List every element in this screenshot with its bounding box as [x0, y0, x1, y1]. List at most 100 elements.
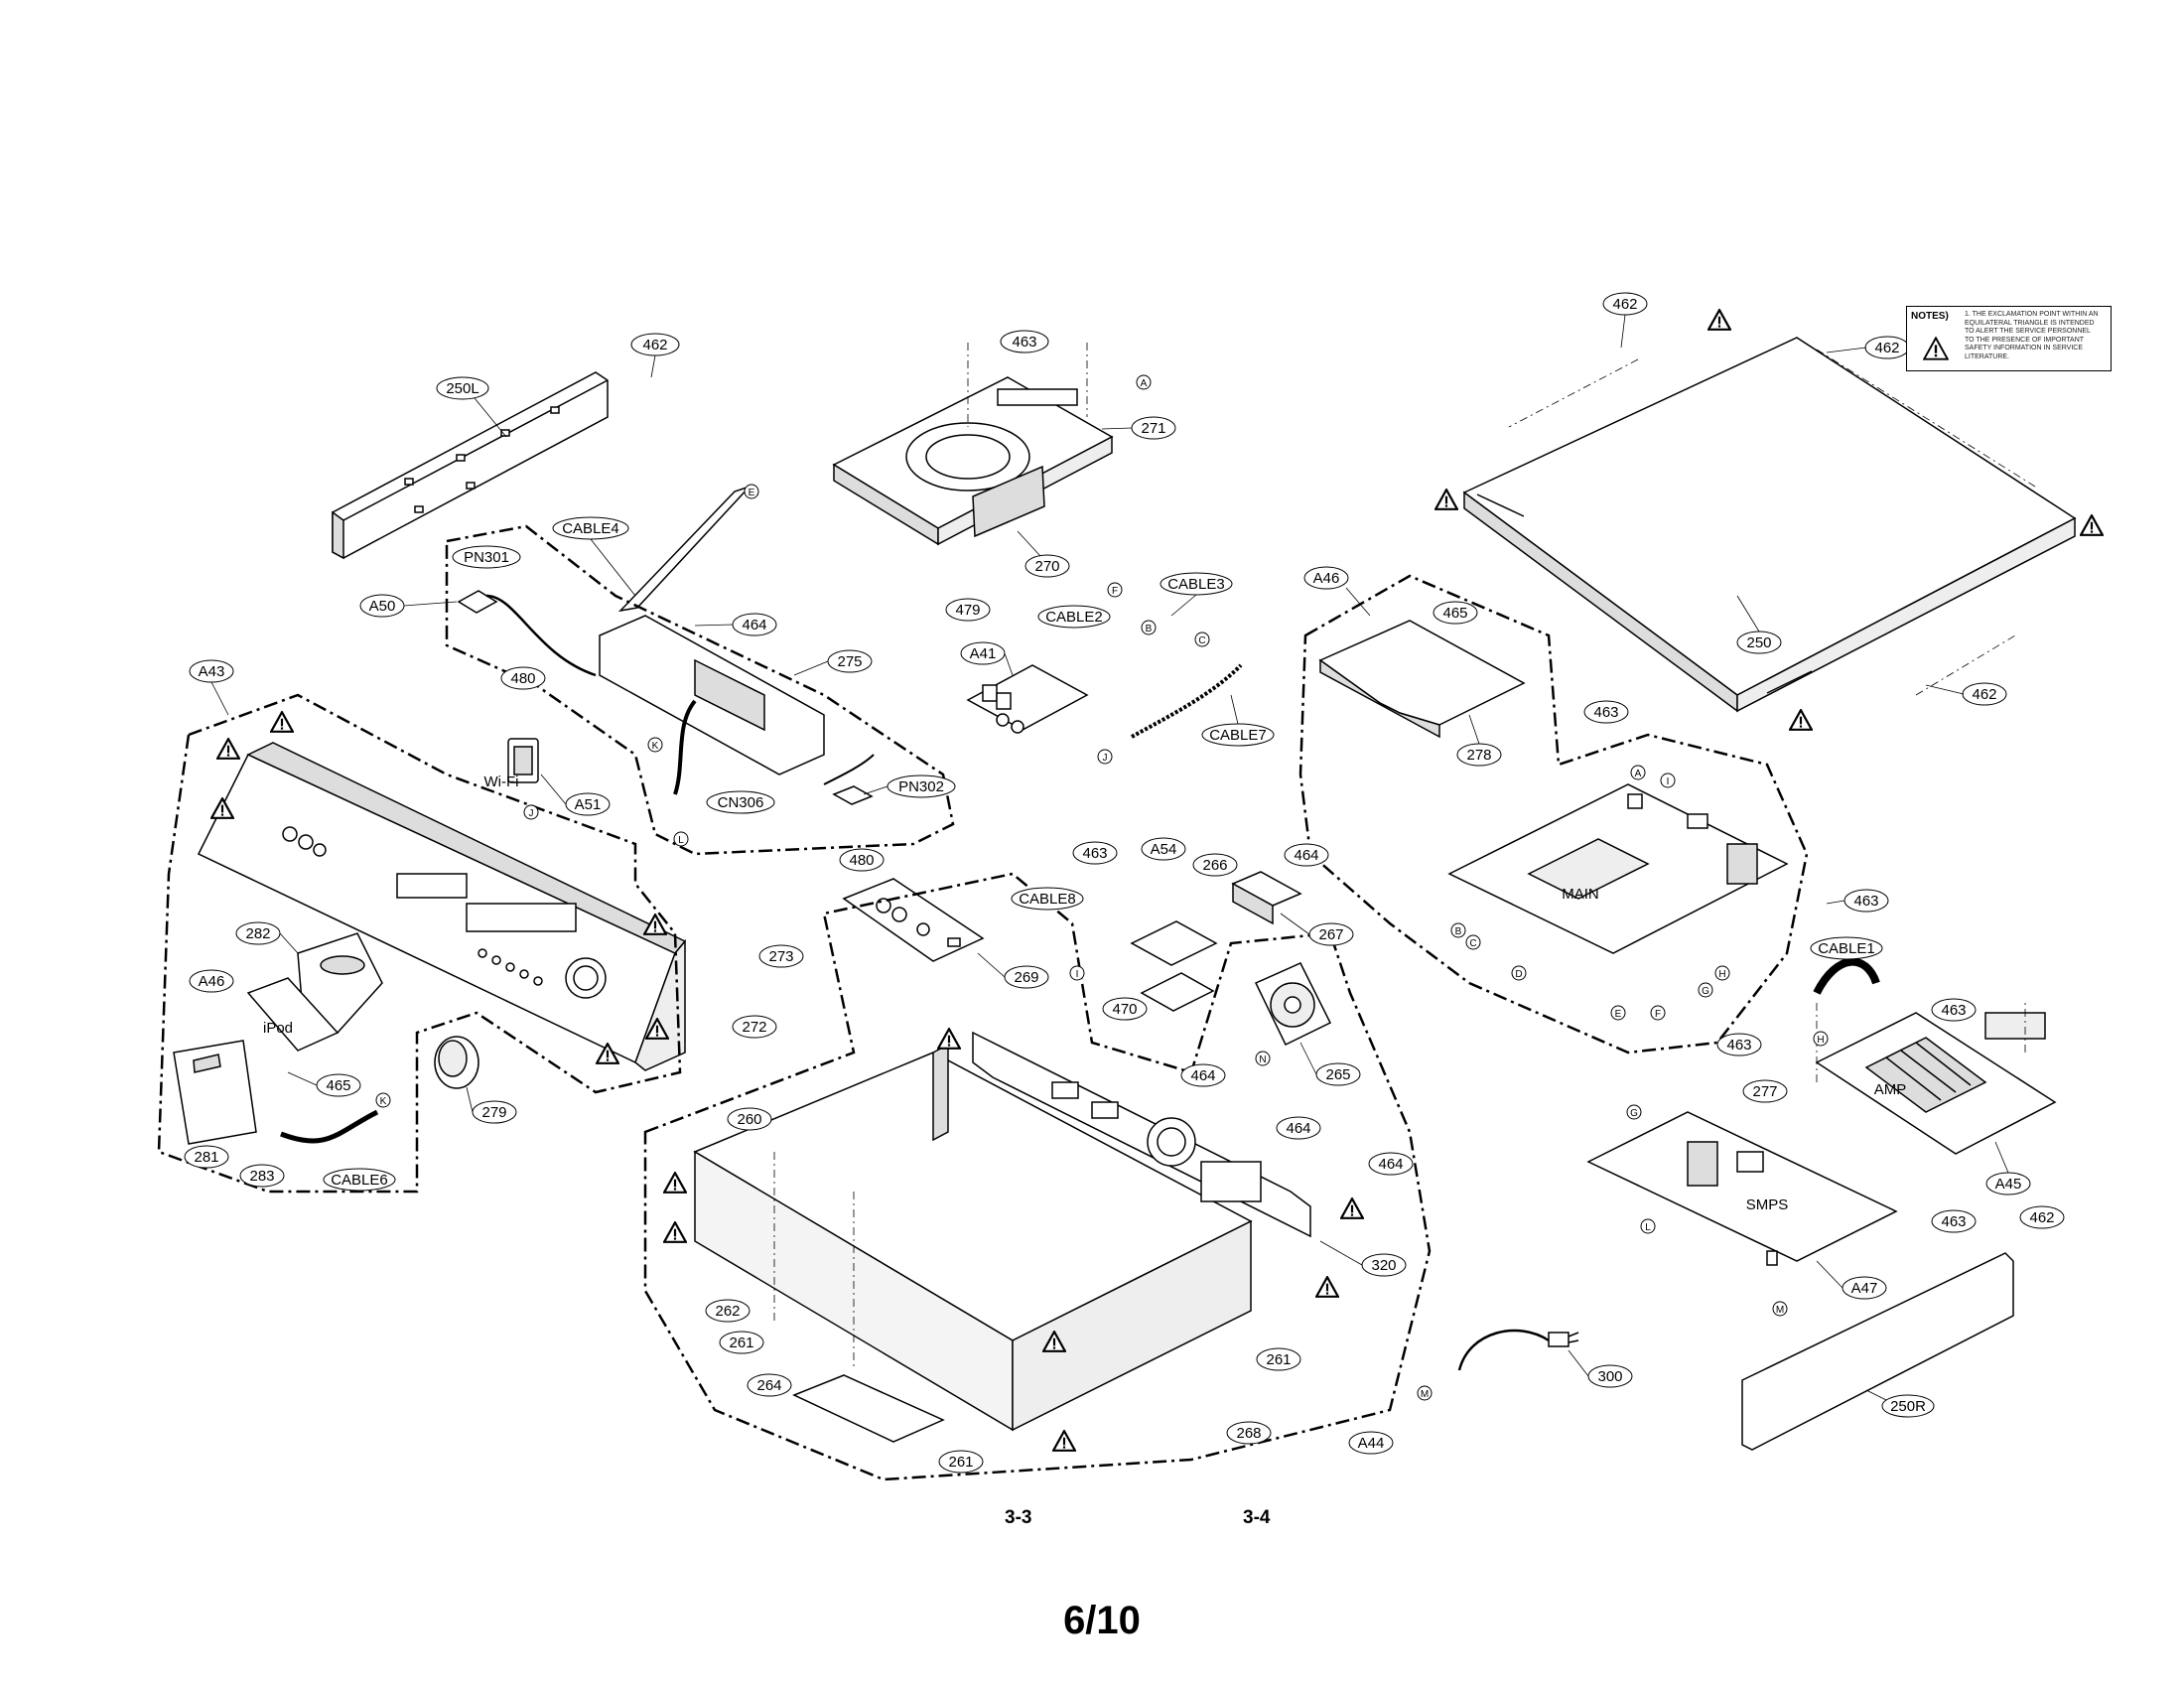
part-board-a54: [1130, 920, 1218, 1012]
callout-463: 463: [1072, 841, 1118, 865]
svg-text:479: 479: [955, 602, 980, 619]
svg-text:A47: A47: [1851, 1280, 1878, 1297]
svg-text:K: K: [380, 1096, 387, 1107]
notes-title: NOTES): [1911, 311, 1949, 322]
svg-text:L: L: [678, 835, 684, 846]
callout-a47: A47: [1842, 1276, 1887, 1300]
svg-text:A43: A43: [199, 663, 225, 680]
connector-l: L: [673, 831, 689, 847]
callout-462: 462: [2019, 1205, 2065, 1229]
callout-282: 282: [235, 921, 281, 945]
svg-text:277: 277: [1752, 1083, 1777, 1100]
part-wifi-module: [507, 738, 539, 783]
svg-text:F: F: [1655, 1009, 1661, 1020]
part-pn301-cable: [457, 590, 597, 677]
svg-text:463: 463: [1726, 1037, 1751, 1054]
safety-notes-box: NOTES) 1. THE EXCLAMATION POINT WITHIN A…: [1906, 306, 2112, 371]
svg-text:H: H: [1718, 969, 1725, 980]
callout-465: 465: [1433, 601, 1478, 625]
svg-text:464: 464: [1190, 1067, 1215, 1084]
connector-g: G: [1626, 1104, 1642, 1120]
connector-h: H: [1813, 1031, 1829, 1047]
callout-main: MAIN: [1562, 886, 1599, 903]
connector-m: M: [1772, 1301, 1788, 1317]
callout-cable8: CABLE8: [1011, 887, 1084, 911]
callout-273: 273: [758, 944, 804, 968]
svg-text:462: 462: [1874, 340, 1899, 356]
connector-d: D: [1511, 965, 1527, 981]
warning-icon: [1434, 489, 1458, 510]
callout-pn302: PN302: [887, 774, 956, 798]
part-main-board: [1447, 783, 1789, 954]
svg-text:269: 269: [1014, 969, 1038, 986]
svg-text:264: 264: [756, 1377, 781, 1394]
callout-480: 480: [500, 666, 546, 690]
callout-cable2: CABLE2: [1037, 605, 1111, 629]
svg-text:300: 300: [1597, 1368, 1622, 1385]
svg-text:iPod: iPod: [263, 1020, 293, 1037]
svg-text:J: J: [529, 808, 534, 819]
connector-f: F: [1650, 1005, 1666, 1021]
part-knob-279: [434, 1036, 479, 1089]
part-top-cover-250: [1462, 337, 2077, 713]
svg-text:250L: 250L: [446, 380, 478, 397]
callout-261: 261: [719, 1331, 764, 1354]
svg-text:250R: 250R: [1890, 1398, 1926, 1415]
svg-text:L: L: [1645, 1222, 1651, 1233]
svg-text:261: 261: [729, 1335, 753, 1351]
callout-amp: AMP: [1874, 1081, 1907, 1098]
svg-text:CABLE3: CABLE3: [1167, 576, 1225, 593]
svg-text:275: 275: [837, 653, 862, 670]
svg-text:A54: A54: [1151, 841, 1177, 858]
callout-464: 464: [1276, 1116, 1321, 1140]
callout-a46: A46: [189, 969, 234, 993]
svg-text:G: G: [1630, 1108, 1638, 1119]
callout-cable1: CABLE1: [1810, 936, 1883, 960]
svg-text:480: 480: [849, 852, 874, 869]
part-cable6: [280, 1109, 379, 1144]
svg-text:C: C: [1469, 938, 1476, 949]
svg-text:G: G: [1702, 986, 1709, 997]
svg-text:K: K: [652, 741, 659, 752]
svg-text:463: 463: [1012, 334, 1036, 351]
svg-text:470: 470: [1112, 1001, 1137, 1018]
connector-b: B: [1450, 922, 1466, 938]
svg-text:462: 462: [2029, 1209, 2054, 1226]
connector-e: E: [744, 484, 759, 499]
callout-277: 277: [1742, 1079, 1788, 1103]
callout-480: 480: [839, 848, 885, 872]
svg-text:MAIN: MAIN: [1562, 886, 1599, 903]
callout-265: 265: [1315, 1062, 1361, 1086]
svg-text:CABLE2: CABLE2: [1045, 609, 1103, 626]
part-power-cord-300: [1457, 1329, 1579, 1371]
callout-320: 320: [1361, 1253, 1407, 1277]
callout-a44: A44: [1348, 1431, 1394, 1455]
callout-464: 464: [732, 613, 777, 636]
svg-text:261: 261: [1266, 1351, 1291, 1368]
warning-icon: [216, 738, 240, 760]
connector-e: E: [1610, 1005, 1626, 1021]
part-ipod-dock-282: [297, 932, 383, 1034]
svg-text:270: 270: [1034, 558, 1059, 575]
callout-267: 267: [1308, 922, 1354, 946]
callout-479: 479: [945, 598, 991, 622]
callout-cable3: CABLE3: [1160, 572, 1233, 596]
page-number: 6/10: [1063, 1599, 1141, 1642]
svg-text:A50: A50: [369, 598, 396, 615]
svg-text:D: D: [1515, 969, 1522, 980]
connector-f: F: [1107, 582, 1123, 598]
svg-text:266: 266: [1202, 857, 1227, 874]
svg-text:272: 272: [742, 1019, 766, 1036]
callout-a41: A41: [960, 641, 1006, 665]
callout-a54: A54: [1141, 837, 1186, 861]
callout-a46: A46: [1303, 566, 1349, 590]
svg-text:M: M: [1421, 1389, 1429, 1400]
svg-text:261: 261: [948, 1454, 973, 1471]
svg-text:250: 250: [1746, 634, 1771, 651]
part-amp-board-a45: [1815, 1012, 2057, 1155]
callout-464: 464: [1368, 1152, 1414, 1176]
page-marker-left: 3-3: [1005, 1507, 1032, 1528]
svg-text:A44: A44: [1358, 1435, 1385, 1452]
part-shield-278: [1318, 620, 1526, 739]
svg-text:464: 464: [1378, 1156, 1403, 1173]
